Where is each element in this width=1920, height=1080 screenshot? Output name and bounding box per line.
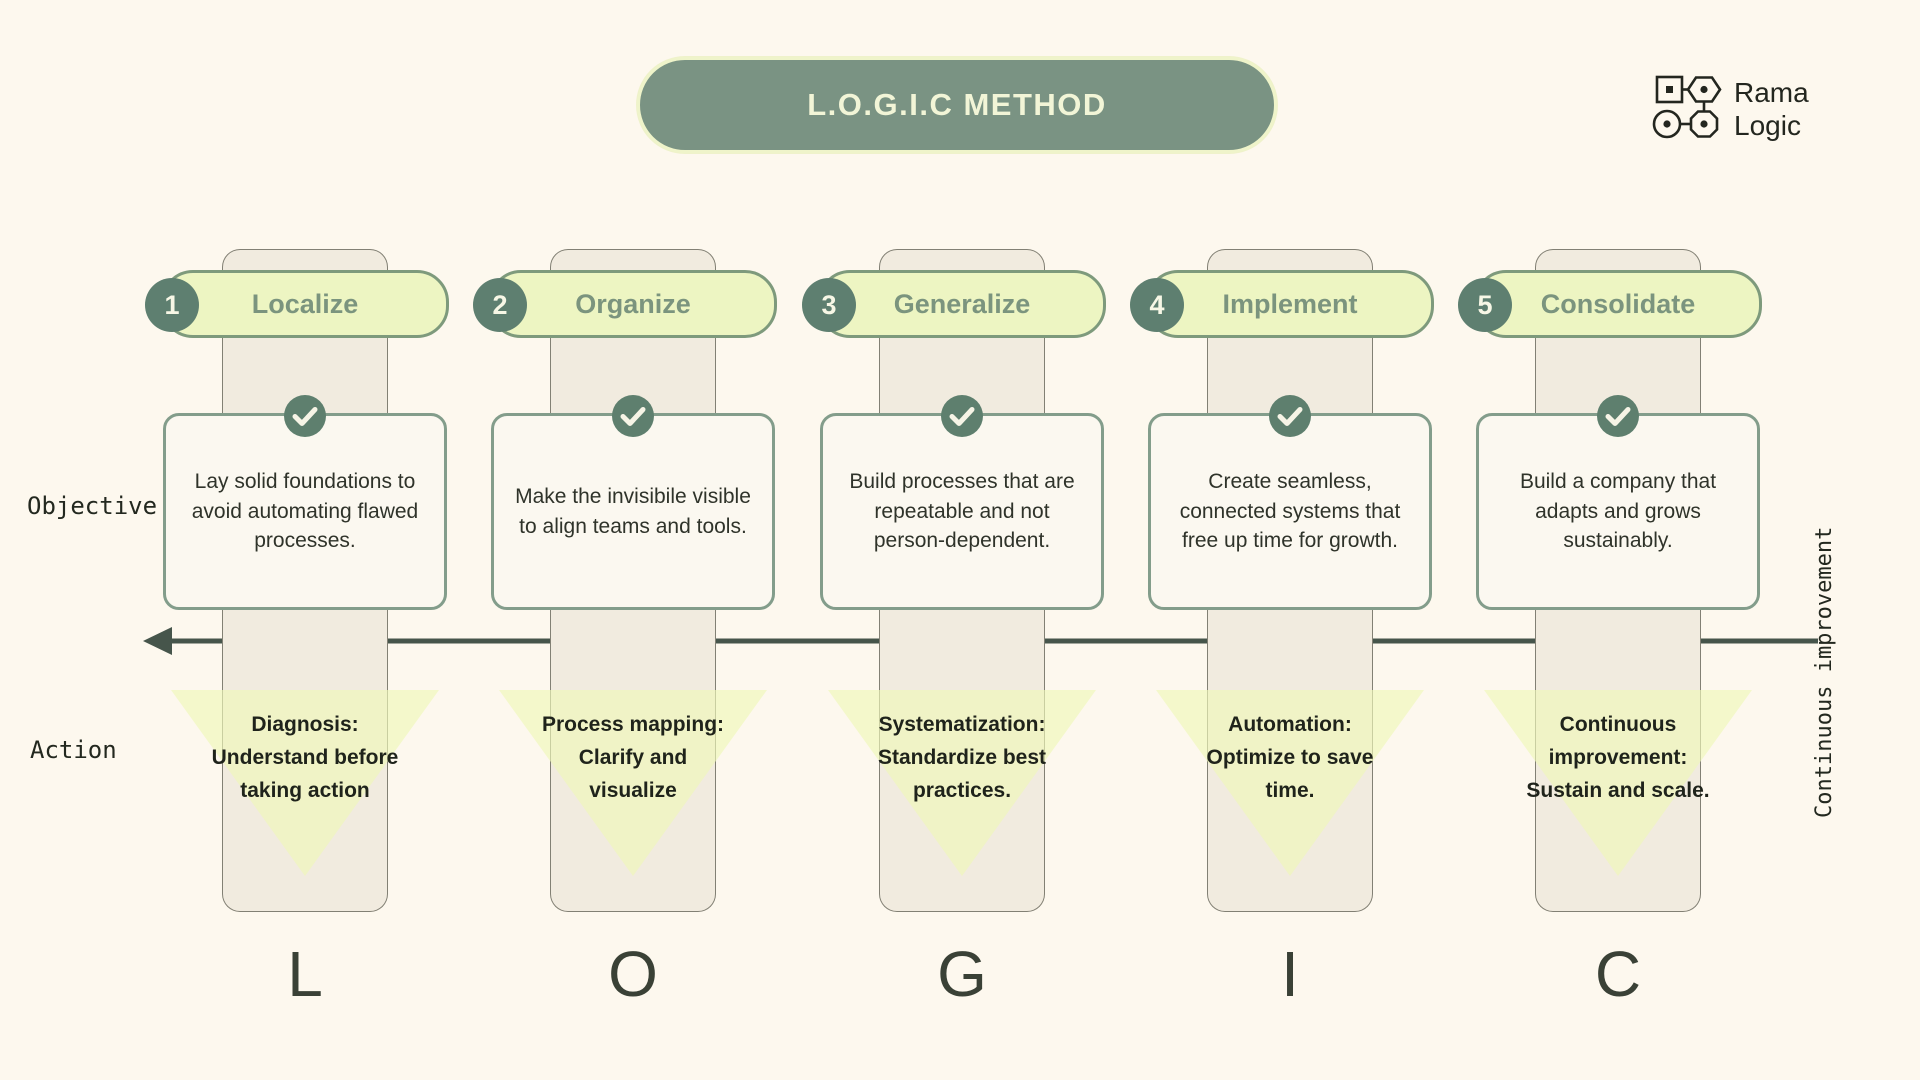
step-number-badge: 3 xyxy=(802,278,856,332)
action-funnel: Process mapping: Clarify and visualize xyxy=(499,690,767,876)
step-header-pill: Localize 1 xyxy=(145,270,449,338)
objective-card: Build a company that adapts and grows su… xyxy=(1476,395,1760,610)
column-localize: Localize 1 Lay solid foundations to avoi… xyxy=(145,249,449,1039)
step-name: Implement xyxy=(1222,288,1358,319)
column-consolidate: Consolidate 5 Build a company that adapt… xyxy=(1458,249,1762,1039)
acronym-letter: G xyxy=(937,938,987,1010)
objective-text: Create seamless, connected systems that … xyxy=(1179,469,1401,553)
continuous-improvement-label: Continuous improvement xyxy=(1812,526,1837,818)
step-header-pill: Implement 4 xyxy=(1130,270,1434,338)
title-pill: L.O.G.I.C METHOD xyxy=(637,57,1277,153)
action-funnel: Automation: Optimize to save time. xyxy=(1156,690,1424,876)
action-text: Systematization: Standardize best practi… xyxy=(877,713,1047,803)
step-header-pill: Generalize 3 xyxy=(802,270,1106,338)
action-text: Automation: Optimize to save time. xyxy=(1206,713,1374,803)
row-label-action: Action xyxy=(30,736,117,764)
check-icon xyxy=(610,393,656,444)
check-icon xyxy=(1595,393,1641,444)
objective-text: Build processes that are repeatable and … xyxy=(849,469,1075,553)
step-number-badge: 4 xyxy=(1130,278,1184,332)
action-funnel: Continuous improvement: Sustain and scal… xyxy=(1484,690,1752,876)
check-icon xyxy=(282,393,328,444)
action-text: Continuous improvement: Sustain and scal… xyxy=(1526,713,1710,803)
objective-text: Lay solid foundations to avoid automatin… xyxy=(191,469,419,553)
step-number-badge: 2 xyxy=(473,278,527,332)
step-header-pill: Organize 2 xyxy=(473,270,777,338)
objective-card: Build processes that are repeatable and … xyxy=(820,395,1104,610)
step-name: Organize xyxy=(575,288,691,319)
objective-card: Make the invisibile visible to align tea… xyxy=(491,395,775,610)
column-organize: Organize 2 Make the invisibile visible t… xyxy=(473,249,777,1039)
action-text: Diagnosis: Understand before taking acti… xyxy=(211,713,399,803)
acronym-letter: L xyxy=(287,938,323,1010)
step-number-badge: 5 xyxy=(1458,278,1512,332)
acronym-letter: C xyxy=(1594,938,1642,1010)
step-name: Consolidate xyxy=(1540,288,1696,319)
action-funnel: Diagnosis: Understand before taking acti… xyxy=(171,690,439,876)
row-label-objective: Objective xyxy=(27,492,158,520)
step-header-pill: Consolidate 5 xyxy=(1458,270,1762,338)
brand-logo: Rama Logic xyxy=(1652,72,1809,147)
brand-name: Rama Logic xyxy=(1734,77,1809,141)
objective-text: Make the invisibile visible to align tea… xyxy=(515,484,751,538)
page-title: L.O.G.I.C METHOD xyxy=(807,87,1107,122)
action-text: Process mapping: Clarify and visualize xyxy=(541,713,725,803)
step-name: Localize xyxy=(251,288,359,319)
step-number-badge: 1 xyxy=(145,278,199,332)
objective-card: Lay solid foundations to avoid automatin… xyxy=(163,395,447,610)
action-funnel: Systematization: Standardize best practi… xyxy=(828,690,1096,876)
objective-text: Build a company that adapts and grows su… xyxy=(1519,469,1717,553)
column-generalize: Generalize 3 Build processes that are re… xyxy=(802,249,1106,1039)
acronym-letter: I xyxy=(1281,938,1299,1010)
objective-card: Create seamless, connected systems that … xyxy=(1148,395,1432,610)
acronym-letter: O xyxy=(608,938,658,1010)
column-implement: Implement 4 Create seamless, connected s… xyxy=(1130,249,1434,1039)
network-nodes-icon xyxy=(1652,72,1722,147)
step-name: Generalize xyxy=(893,288,1031,319)
check-icon xyxy=(1267,393,1313,444)
check-icon xyxy=(939,393,985,444)
